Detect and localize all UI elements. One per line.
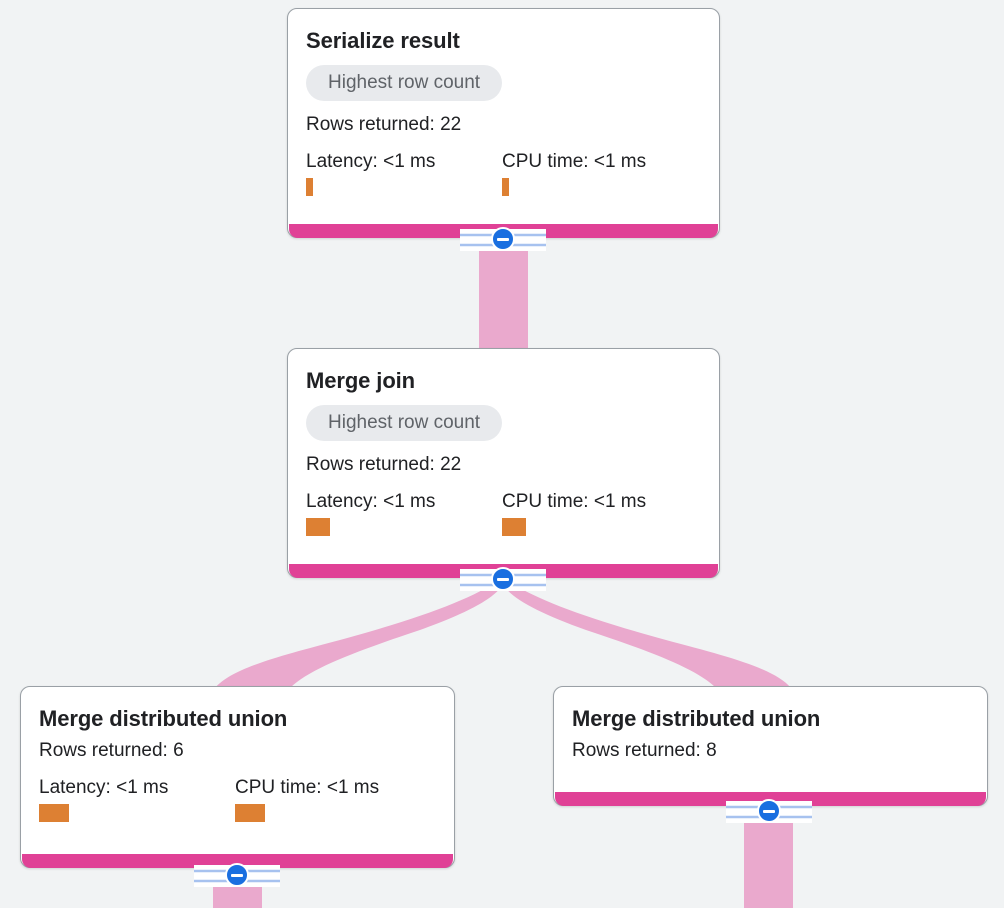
node-card[interactable]: Serialize result Highest row count Rows … xyxy=(287,8,720,238)
minus-icon[interactable] xyxy=(491,567,515,591)
node-title: Merge join xyxy=(306,368,416,393)
minus-icon[interactable] xyxy=(757,799,781,823)
node-merge-distributed-union-right[interactable]: Merge distributed union Rows returned: 8 xyxy=(553,686,988,806)
rows-returned: Rows returned: 6 xyxy=(39,740,184,761)
rows-returned: Rows returned: 22 xyxy=(306,114,462,135)
rows-returned: Rows returned: 8 xyxy=(572,740,717,761)
metric-latency: Latency: <1 ms xyxy=(39,777,235,822)
metric-label: Latency: <1 ms xyxy=(306,151,436,172)
node-card[interactable]: Merge distributed union Rows returned: 8 xyxy=(553,686,988,806)
metric-latency: Latency: <1 ms xyxy=(306,151,502,196)
edge-merge-join-to-right-union xyxy=(501,578,791,688)
node-card[interactable]: Merge join Highest row count Rows return… xyxy=(287,348,720,578)
node-merge-join[interactable]: Merge join Highest row count Rows return… xyxy=(287,348,720,578)
node-title: Merge distributed union xyxy=(39,706,288,731)
node-title: Serialize result xyxy=(306,28,460,53)
metrics-row: Latency: <1 ms CPU time: <1 ms xyxy=(306,491,701,536)
minus-icon[interactable] xyxy=(225,863,249,887)
collapse-toggle-merge-join[interactable] xyxy=(460,567,546,593)
metric-label: Latency: <1 ms xyxy=(39,777,169,798)
metric-cpu-time: CPU time: <1 ms xyxy=(502,151,698,196)
metrics-row: Latency: <1 ms CPU time: <1 ms xyxy=(39,777,436,822)
metrics-row: Latency: <1 ms CPU time: <1 ms xyxy=(306,151,701,196)
node-merge-distributed-union-left[interactable]: Merge distributed union Rows returned: 6… xyxy=(20,686,455,868)
metric-cpu-time: CPU time: <1 ms xyxy=(235,777,431,822)
node-card[interactable]: Merge distributed union Rows returned: 6… xyxy=(20,686,455,868)
collapse-toggle-merge-distributed-union-right[interactable] xyxy=(726,799,812,825)
metric-label: CPU time: <1 ms xyxy=(235,777,380,798)
metric-label: CPU time: <1 ms xyxy=(502,151,647,172)
status-badge: Highest row count xyxy=(306,405,503,441)
edge-merge-join-to-left-union xyxy=(215,578,505,688)
rows-returned: Rows returned: 22 xyxy=(306,454,462,475)
collapse-toggle-serialize-result[interactable] xyxy=(460,227,546,253)
node-serialize-result[interactable]: Serialize result Highest row count Rows … xyxy=(287,8,720,238)
metric-cpu-time: CPU time: <1 ms xyxy=(502,491,698,536)
metric-label: CPU time: <1 ms xyxy=(502,491,647,512)
collapse-toggle-merge-distributed-union-left[interactable] xyxy=(194,863,280,889)
metric-bar xyxy=(502,518,526,536)
metric-bar xyxy=(306,518,330,536)
node-title: Merge distributed union xyxy=(572,706,821,731)
node-footer-bar xyxy=(22,854,453,868)
metric-bar xyxy=(306,178,313,196)
metric-bar xyxy=(235,804,265,822)
edge-serialize-to-merge-join xyxy=(479,238,528,348)
metric-bar xyxy=(502,178,509,196)
metric-bar xyxy=(39,804,69,822)
metric-latency: Latency: <1 ms xyxy=(306,491,502,536)
metric-label: Latency: <1 ms xyxy=(306,491,436,512)
status-badge: Highest row count xyxy=(306,65,503,101)
minus-icon[interactable] xyxy=(491,227,515,251)
